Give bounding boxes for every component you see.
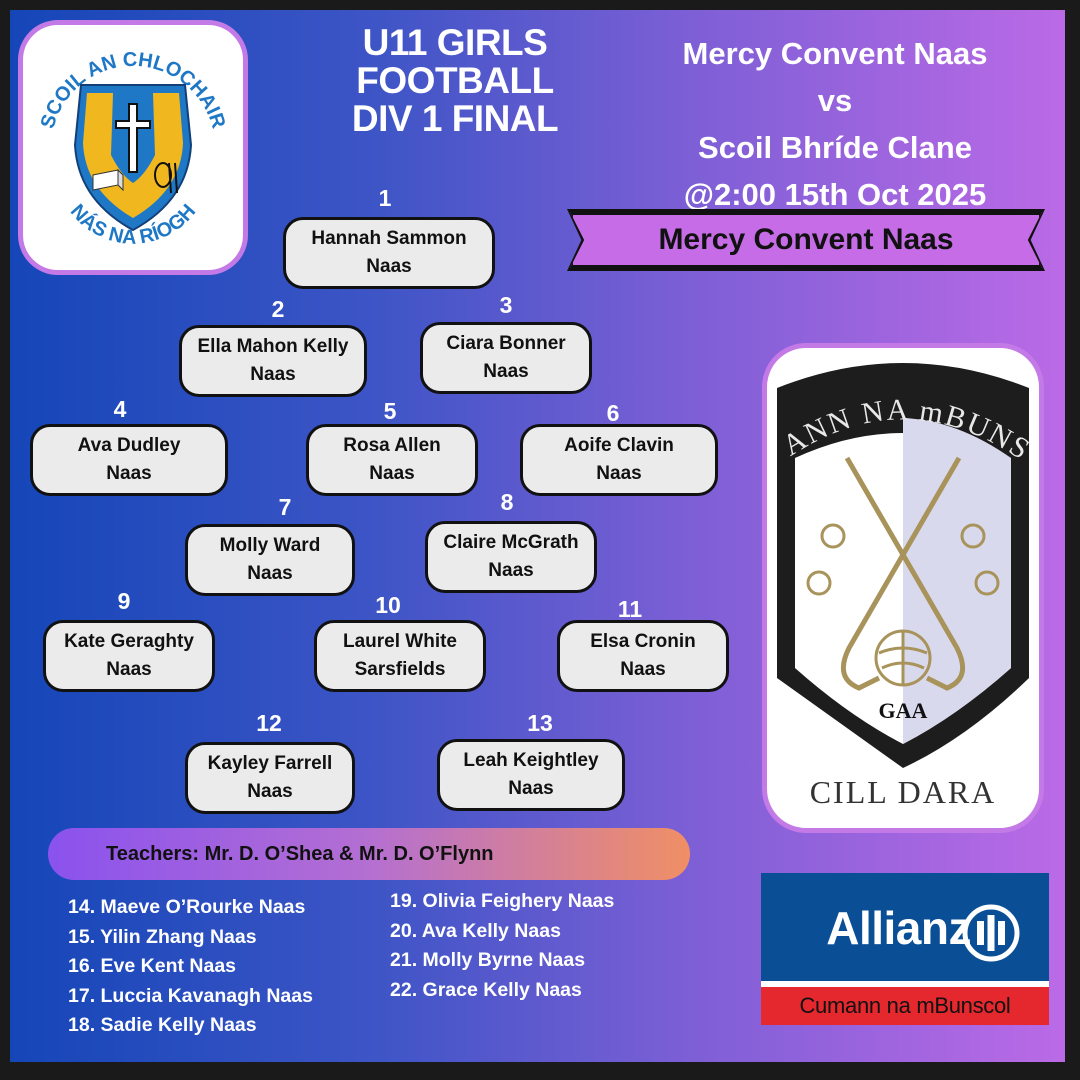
sponsor-divider bbox=[761, 981, 1049, 987]
player-card: Aoife Clavin Naas bbox=[520, 424, 718, 496]
player-number: 11 bbox=[617, 596, 643, 622]
page-title: U11 GIRLS FOOTBALL DIV 1 FINAL bbox=[320, 24, 590, 138]
title-line-1: U11 GIRLS bbox=[362, 22, 548, 63]
list-item: 21. Molly Byrne Naas bbox=[390, 949, 586, 971]
player-club: Naas bbox=[596, 463, 642, 484]
player-card: Laurel White Sarsfields bbox=[314, 620, 486, 692]
sponsor-block: Allianz Cumann na mBunscol bbox=[761, 873, 1049, 1025]
player-number: 9 bbox=[117, 588, 131, 614]
player-name: Ciara Bonner bbox=[446, 333, 566, 354]
player-name: Leah Keightley bbox=[463, 750, 599, 771]
player-card: Ava Dudley Naas bbox=[30, 424, 228, 496]
poster: SCOIL AN CHLOCHAIR NÁS NA RÍOGH U11 GIRL… bbox=[10, 10, 1065, 1062]
player-name: Hannah Sammon bbox=[311, 228, 467, 249]
player-number: 6 bbox=[606, 400, 620, 426]
allianz-logo-icon bbox=[962, 904, 1020, 962]
list-item: 22. Grace Kelly Naas bbox=[390, 978, 582, 1001]
list-item: 19. Olivia Feighery Naas bbox=[390, 890, 615, 912]
player-name: Kayley Farrell bbox=[207, 753, 333, 774]
home-team: Mercy Convent Naas bbox=[682, 36, 988, 71]
player-number: 1 bbox=[378, 185, 392, 211]
player-club: Naas bbox=[620, 659, 666, 680]
player-number: 2 bbox=[271, 296, 285, 322]
association-crest: CUMANN NA mBUNSCOL GAA CILL DARA bbox=[753, 322, 1044, 833]
away-team: Scoil Bhríde Clane bbox=[698, 130, 972, 165]
team-banner: Mercy Convent Naas bbox=[570, 212, 1042, 268]
player-number: 7 bbox=[278, 494, 292, 520]
player-club: Naas bbox=[106, 659, 152, 680]
subs-list-right: 19. Olivia Feighery Naas 20. Ava Kelly N… bbox=[390, 887, 614, 1005]
player-club: Naas bbox=[106, 463, 152, 484]
player-card: Ciara Bonner Naas bbox=[420, 322, 592, 394]
match-info: Mercy Convent Naas vs Scoil Bhríde Clane… bbox=[610, 30, 1060, 218]
player-number: 5 bbox=[383, 398, 397, 424]
player-name: Molly Ward bbox=[219, 535, 321, 556]
player-name: Elsa Cronin bbox=[590, 631, 696, 652]
versus-label: vs bbox=[817, 83, 853, 118]
list-item: 20. Ava Kelly Naas bbox=[390, 919, 561, 942]
player-card: Rosa Allen Naas bbox=[306, 424, 478, 496]
player-number: 8 bbox=[500, 489, 514, 515]
player-club: Naas bbox=[250, 364, 296, 385]
player-card: Kayley Farrell Naas bbox=[185, 742, 355, 814]
player-card: Kate Geraghty Naas bbox=[43, 620, 215, 692]
player-card: Claire McGrath Naas bbox=[425, 521, 597, 593]
player-club: Sarsfields bbox=[354, 659, 446, 680]
list-item: 18. Sadie Kelly Naas bbox=[68, 1014, 257, 1036]
player-card: Leah Keightley Naas bbox=[437, 739, 625, 811]
title-line-3: DIV 1 FINAL bbox=[351, 98, 559, 139]
player-card: Ella Mahon Kelly Naas bbox=[179, 325, 367, 397]
player-club: Naas bbox=[247, 563, 293, 584]
player-name: Rosa Allen bbox=[343, 435, 441, 456]
player-number: 4 bbox=[113, 396, 127, 422]
list-item: 14. Maeve O’Rourke Naas bbox=[68, 896, 306, 918]
player-club: Naas bbox=[483, 361, 529, 382]
list-item: 15. Yilin Zhang Naas bbox=[68, 925, 257, 948]
player-club: Naas bbox=[508, 778, 554, 799]
player-club: Naas bbox=[369, 463, 415, 484]
school-crest: SCOIL AN CHLOCHAIR NÁS NA RÍOGH bbox=[18, 20, 248, 275]
sponsor-strip: Cumann na mBunscol bbox=[761, 987, 1049, 1025]
hurley-crest-icon: CUMANN NA mBUNSCOL GAA CILL DARA bbox=[753, 322, 1035, 810]
player-club: Naas bbox=[247, 781, 293, 802]
player-name: Claire McGrath bbox=[443, 532, 579, 553]
player-number: 12 bbox=[256, 710, 282, 736]
teachers-bar: Teachers: Mr. D. O’Shea & Mr. D. O’Flynn bbox=[48, 828, 690, 880]
player-number: 3 bbox=[499, 292, 513, 318]
player-name: Ella Mahon Kelly bbox=[197, 336, 349, 357]
player-name: Kate Geraghty bbox=[64, 631, 194, 652]
sponsor-name: Allianz bbox=[826, 902, 971, 954]
player-club: Naas bbox=[488, 560, 534, 581]
list-item: 16. Eve Kent Naas bbox=[68, 955, 237, 977]
player-name: Laurel White bbox=[342, 631, 457, 652]
player-club: Naas bbox=[366, 256, 412, 277]
match-datetime: @2:00 15th Oct 2025 bbox=[683, 177, 987, 212]
player-card: Elsa Cronin Naas bbox=[557, 620, 729, 692]
player-number: 13 bbox=[527, 710, 553, 736]
player-card: Hannah Sammon Naas bbox=[283, 217, 495, 289]
school-crest-icon: SCOIL AN CHLOCHAIR NÁS NA RÍOGH bbox=[37, 49, 230, 249]
subs-list-left: 14. Maeve O’Rourke Naas 15. Yilin Zhang … bbox=[68, 893, 313, 1041]
title-line-2: FOOTBALL bbox=[356, 60, 554, 101]
player-number: 10 bbox=[375, 592, 401, 618]
list-item: 17. Luccia Kavanagh Naas bbox=[68, 984, 313, 1007]
player-name: Aoife Clavin bbox=[564, 435, 674, 456]
association-crest-bottom-text: CILL DARA bbox=[810, 774, 997, 810]
gaa-mark: GAA bbox=[879, 698, 928, 723]
player-card: Molly Ward Naas bbox=[185, 524, 355, 596]
player-name: Ava Dudley bbox=[77, 435, 181, 456]
